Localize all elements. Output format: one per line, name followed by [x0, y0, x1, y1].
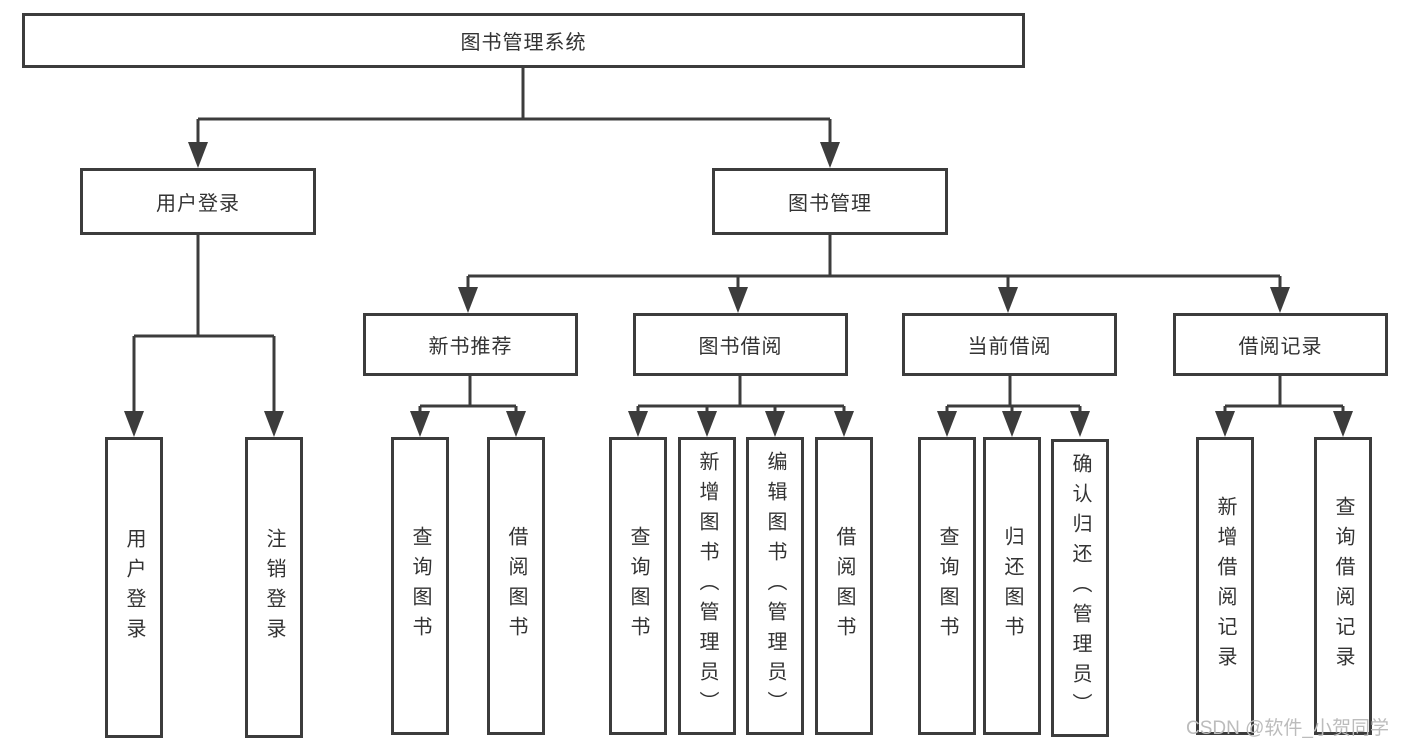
node-book-management-label: 图书管理 — [788, 193, 872, 215]
leaf-query-book-current: 查询图书 — [918, 437, 976, 735]
leaf-borrow-book-recommend: 借阅图书 — [487, 437, 545, 735]
leaf-add-book-admin-label: 新增图书（管理员） — [696, 451, 718, 721]
leaf-edit-book-admin: 编辑图书（管理员） — [746, 437, 804, 735]
node-root: 图书管理系统 — [22, 13, 1025, 68]
leaf-confirm-return-admin-label: 确认归还（管理员） — [1069, 453, 1091, 723]
leaf-query-borrow-record-label: 查询借阅记录 — [1332, 496, 1354, 676]
leaf-return-book-label: 归还图书 — [1001, 526, 1023, 646]
leaf-query-book-borrow: 查询图书 — [609, 437, 667, 735]
leaf-edit-book-admin-label: 编辑图书（管理员） — [764, 451, 786, 721]
node-new-book-recommend: 新书推荐 — [363, 313, 578, 376]
leaf-borrow-book-label: 借阅图书 — [833, 526, 855, 646]
leaf-query-book-current-label: 查询图书 — [936, 526, 958, 646]
leaf-query-book-recommend-label: 查询图书 — [409, 526, 431, 646]
leaf-borrow-book: 借阅图书 — [815, 437, 873, 735]
leaf-add-book-admin: 新增图书（管理员） — [678, 437, 736, 735]
node-borrow-record: 借阅记录 — [1173, 313, 1388, 376]
leaf-borrow-book-recommend-label: 借阅图书 — [505, 526, 527, 646]
leaf-add-borrow-record: 新增借阅记录 — [1196, 437, 1254, 735]
leaf-confirm-return-admin: 确认归还（管理员） — [1051, 439, 1109, 737]
node-book-borrow: 图书借阅 — [633, 313, 848, 376]
node-book-management: 图书管理 — [712, 168, 948, 235]
node-root-label: 图书管理系统 — [460, 32, 587, 54]
leaf-logout: 注销登录 — [245, 437, 303, 738]
node-book-borrow-label: 图书借阅 — [698, 336, 783, 358]
leaf-return-book: 归还图书 — [983, 437, 1041, 735]
leaf-query-borrow-record: 查询借阅记录 — [1314, 437, 1372, 735]
leaf-query-book-borrow-label: 查询图书 — [627, 526, 649, 646]
node-user-login: 用户登录 — [80, 168, 316, 235]
leaf-user-login-label: 用户登录 — [123, 527, 145, 648]
leaf-user-login: 用户登录 — [105, 437, 163, 738]
leaf-add-borrow-record-label: 新增借阅记录 — [1214, 496, 1236, 676]
node-new-book-recommend-label: 新书推荐 — [428, 336, 513, 358]
leaf-logout-label: 注销登录 — [263, 527, 285, 648]
node-user-login-label: 用户登录 — [156, 193, 240, 215]
csdn-watermark: CSDN @软件_小贺同学 — [1186, 718, 1389, 739]
node-borrow-record-label: 借阅记录 — [1238, 336, 1323, 358]
node-current-borrow: 当前借阅 — [902, 313, 1117, 376]
node-current-borrow-label: 当前借阅 — [967, 336, 1052, 358]
leaf-query-book-recommend: 查询图书 — [391, 437, 449, 735]
